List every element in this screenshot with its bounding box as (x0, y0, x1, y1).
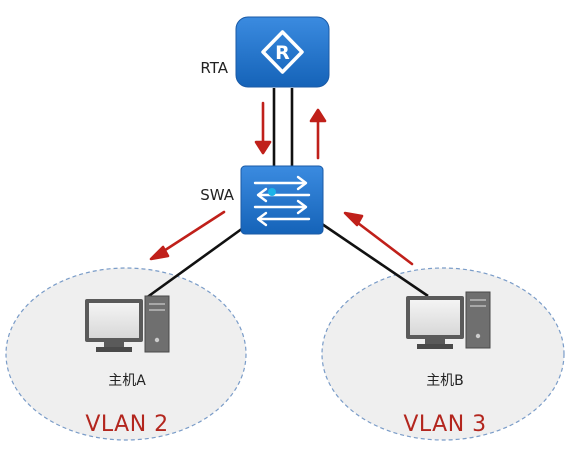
arrow-down-icon (254, 101, 272, 155)
vlan-2-label: VLAN 2 (85, 412, 168, 437)
vlan-3-label: VLAN 3 (403, 412, 486, 437)
switch-icon (240, 165, 324, 235)
host-a-label: 主机A (108, 373, 146, 389)
router-label: RTA (200, 59, 228, 77)
svg-text:R: R (275, 42, 290, 64)
traffic-arrows (149, 101, 414, 266)
router-icon (235, 16, 330, 88)
links (145, 88, 429, 300)
vlan-2-area (5, 267, 247, 441)
host-a: 主机A VLAN 2 (85, 295, 170, 437)
switch-port-dot (268, 188, 276, 196)
access-link-b (321, 222, 429, 298)
vlan-3-area (321, 267, 565, 441)
host-b-label: 主机B (426, 373, 464, 389)
arrow-to-host-a-icon (149, 210, 226, 261)
host-b: 主机B VLAN 3 (403, 291, 491, 437)
router-rta: R RTA (200, 16, 330, 88)
arrow-up-icon (309, 108, 327, 160)
pc-icon (85, 295, 170, 353)
pc-icon (406, 291, 491, 349)
arrow-to-switch-icon (343, 211, 414, 266)
access-link-a (145, 226, 244, 300)
switch-swa: SWA (200, 165, 324, 235)
switch-label: SWA (200, 186, 235, 204)
